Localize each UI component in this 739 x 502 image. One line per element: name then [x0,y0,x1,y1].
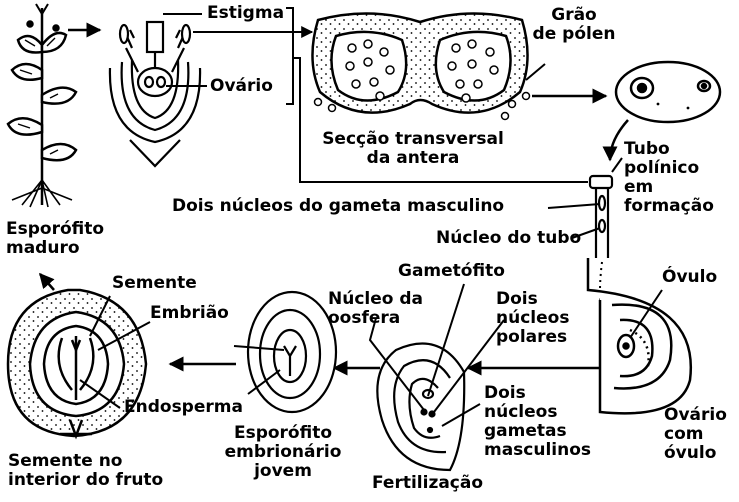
ovule-callout [629,289,663,339]
label-endosperma: Endosperma [124,397,243,417]
label-semente-fruto-line2: interior do fruto [8,470,164,490]
young-embryonic-sporophyte [246,290,338,414]
pollen-tube-callout [611,157,623,173]
label-esporofito-embrionario-line1: Esporófito [233,423,333,443]
anther-cross-section [311,12,531,121]
label-gametofito: Gametófito [398,261,505,281]
pollen-grain-callout [525,63,546,81]
fertilization-callouts [368,283,505,427]
label-grao-de-polen-line1: Grão [551,5,597,25]
label-tubo-polinico-line4: formação [624,196,714,216]
arrow-pollen-to-tube [602,119,629,162]
label-grao-de-polen-line2: de pólen [532,24,616,44]
label-semente: Semente [112,273,197,293]
seed-in-fruit [6,288,148,440]
label-esporofito-maduro-line2: maduro [6,238,80,258]
label-secao-transversal-line1: Secção transversal [322,129,504,149]
label-dois-nucleos-gametas-line4: masculinos [484,440,592,460]
mature-sporophyte-plant [6,3,78,208]
label-dois-nucleos-gameta: Dois núcleos do gameta masculino [172,196,505,216]
label-secao-transversal: Secção transversal da antera [306,130,520,168]
label-estigma: Estigma [207,3,285,23]
label-tubo-polinico-line1: Tubo [624,139,670,159]
flower [108,20,202,168]
label-tubo-polinico: Tubo polínico em formação [624,140,714,216]
label-tubo-polinico-line2: polínico [624,158,700,178]
label-secao-transversal-line2: da antera [366,148,460,168]
label-dois-nucleos-polares: Dois núcleos polares [496,290,569,347]
seed-callouts [79,295,151,409]
label-esporofito-maduro: Esporófito maduro [6,220,104,258]
tube-nuclei-callouts [547,203,601,239]
label-dois-nucleos-gametas-line1: Dois [484,383,526,403]
label-tubo-polinico-line3: em [624,177,654,197]
label-esporofito-embrionario-line2: embrionário [224,442,342,462]
label-dois-nucleos-gametas-line3: gametas [484,421,567,441]
label-nucleo-do-tubo: Núcleo do tubo [436,228,582,248]
label-nucleo-da-oosfera: Núcleo da oosfera [328,290,423,328]
ovary-with-ovule [586,258,693,415]
label-dois-nucleos-polares-line1: Dois [496,289,538,309]
label-dois-nucleos-polares-line3: polares [496,327,568,347]
label-ovulo: Óvulo [662,267,718,287]
label-fertilizacao: Fertilização [372,473,484,493]
label-semente-no-interior-do-fruto: Semente no interior do fruto [8,452,163,490]
embryo-callouts [233,345,285,395]
label-grao-de-polen: Grão de pólen [526,6,622,44]
label-ovario-com-ovulo-line2: com [664,424,704,444]
label-ovario: Ovário [210,76,273,96]
label-ovario-com-ovulo-line3: óvulo [664,443,717,463]
label-esporofito-maduro-line1: Esporófito [6,219,105,239]
label-ovario-com-ovulo: Ovário com óvulo [664,406,727,463]
label-nucleo-da-oosfera-line1: Núcleo da [328,289,424,309]
pollen-grain [614,60,722,124]
arrow-seed-to-sporophyte [39,272,55,291]
label-embriao: Embrião [150,303,229,323]
label-semente-fruto-line1: Semente no [8,451,123,471]
label-ovario-com-ovulo-line1: Ovário [664,405,727,425]
flower-callouts [163,7,588,183]
label-esporofito-embrionario-line3: jovem [254,461,312,481]
label-nucleo-da-oosfera-line2: oosfera [328,308,401,328]
label-dois-nucleos-polares-line2: núcleos [496,308,570,328]
label-esporofito-embrionario-jovem: Esporófito embrionário jovem [224,424,342,481]
label-dois-nucleos-gametas-line2: núcleos [484,402,558,422]
label-dois-nucleos-gametas-masculinos: Dois núcleos gametas masculinos [484,384,591,460]
pollen-tube [588,174,614,258]
